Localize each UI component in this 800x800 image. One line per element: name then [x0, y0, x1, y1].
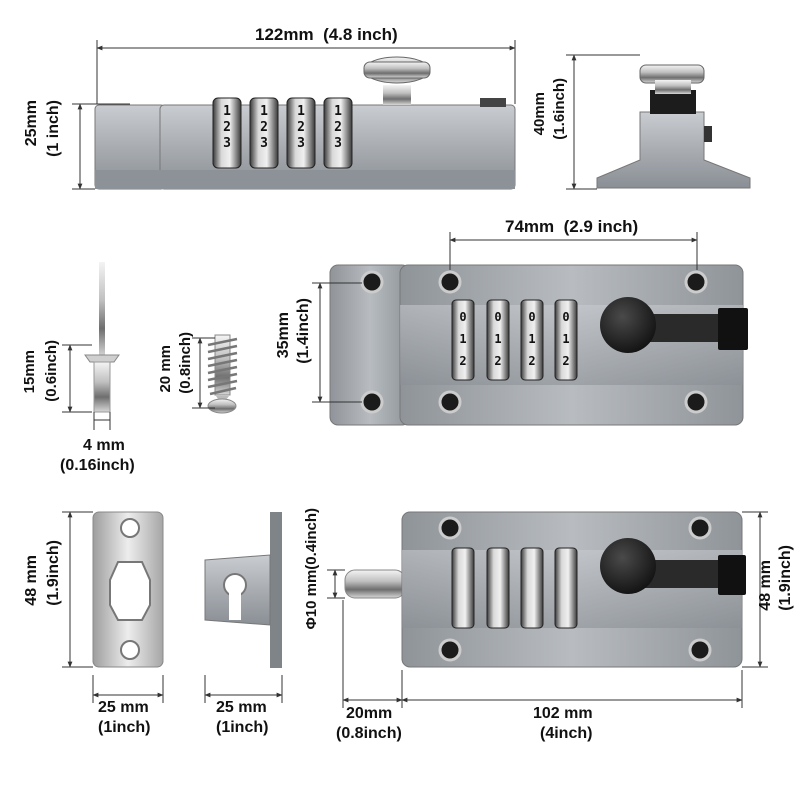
hole-spacing-label: 74mm (2.9 inch) [505, 217, 639, 236]
bolt-diameter-label: Φ10 mm(0.4inch) [303, 508, 320, 630]
keeper-width-mm: 25 mm [216, 699, 267, 716]
lock-length-label: 122mm (4.8 inch) [255, 25, 398, 44]
lock-bottom-view [344, 511, 746, 668]
strike-height-mm: 48 mm [23, 555, 40, 606]
rivet-length-inch: (0.6inch) [43, 340, 60, 402]
strike-plate [92, 511, 164, 668]
screw [207, 334, 238, 414]
dimension-lines [62, 40, 768, 708]
strike-width-mm: 25 mm [98, 699, 149, 716]
screw-length-inch: (0.8inch) [177, 332, 194, 394]
lock-height-mm: 25mm [23, 100, 40, 147]
keeper-bracket [204, 512, 282, 668]
lock-height-inch: (1 inch) [45, 100, 62, 157]
rivet-length-mm: 15mm [21, 350, 38, 394]
body-height-right-inch: (1.9inch) [777, 545, 794, 611]
lock-side-view [94, 56, 516, 190]
strike-height-inch: (1.9inch) [45, 540, 62, 606]
lock-front-view [329, 264, 748, 426]
bolt-extension-inch: (0.8inch) [336, 725, 402, 742]
rivet-diameter-mm: 4 mm [83, 437, 125, 454]
body-length-mm: 102 mm [533, 705, 593, 722]
body-height-mm: 35mm [275, 312, 292, 359]
side-dials [212, 97, 353, 169]
body-height-right-mm: 48 mm [757, 560, 774, 611]
body-height-inch: (1.4inch) [295, 298, 312, 364]
rivet [84, 262, 120, 413]
side-height-mm: 40mm [531, 92, 548, 136]
strike-width-inch: (1inch) [98, 719, 151, 736]
body-length-inch: (4inch) [540, 725, 593, 742]
side-height-inch: (1.6inch) [551, 78, 568, 140]
screw-length-mm: 20 mm [157, 345, 174, 393]
lock-end-view [596, 64, 751, 189]
rivet-diameter-inch: (0.16inch) [60, 457, 135, 474]
bolt-extension-mm: 20mm [346, 705, 393, 722]
keeper-width-inch: (1inch) [216, 719, 269, 736]
